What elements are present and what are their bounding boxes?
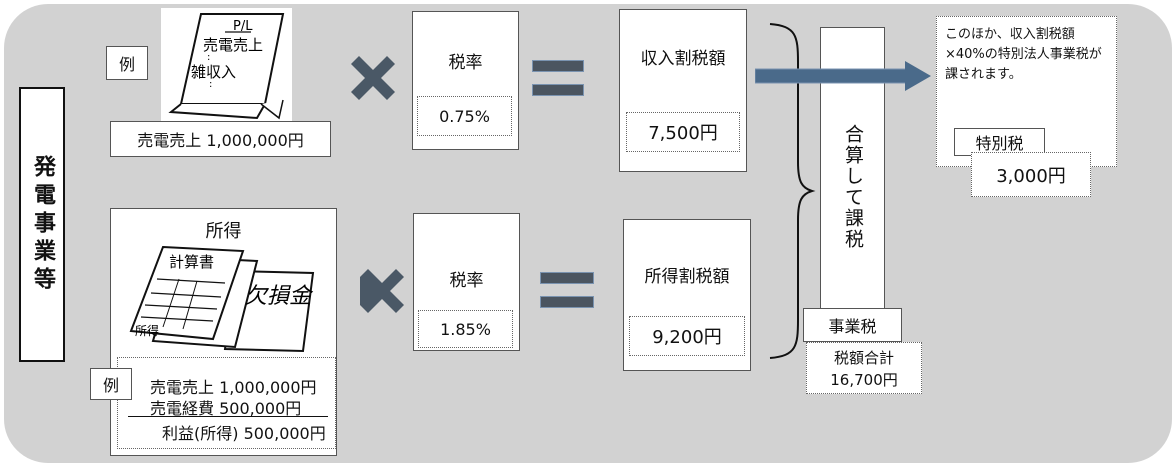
subtotal-rule	[128, 416, 328, 417]
tax-total-box: 税額合計 16,700円	[806, 342, 922, 394]
pl-text: P/L	[233, 19, 253, 34]
combine-vertical-text: 合算して課税	[842, 124, 864, 250]
combine-brace	[769, 23, 816, 359]
svg-text::: :	[209, 79, 212, 90]
calculation-sheet-icon: 計算書 欠損金 所得	[129, 245, 315, 353]
income-line-3: 利益(所得) 500,000円	[162, 424, 326, 443]
income-rate-label: 税率	[449, 271, 484, 291]
pl-document-icon: P/L 売電売上 : 雑収入 :	[168, 13, 285, 120]
business-type-label: 発電事業等	[19, 87, 65, 362]
svg-text::: :	[207, 52, 210, 63]
revenue-example-tag: 例	[106, 46, 148, 80]
income-tax-label: 所得割税額	[644, 267, 730, 287]
rate-value: 0.75%	[417, 96, 512, 136]
income-example-area: 売電売上 1,000,000円 売電経費 500,000円 利益(所得) 500…	[117, 357, 336, 449]
income-box: 所得 計算書 欠損金 所得 売電売上 1,000,000円 売電経費 500,0…	[110, 208, 337, 456]
pl-line-2: 雑収入	[191, 63, 236, 81]
income-line-1: 売電売上 1,000,000円	[150, 378, 317, 397]
income-title: 所得	[205, 221, 242, 242]
revenue-tax-value: 7,500円	[626, 112, 740, 152]
special-tax-text: このほか、収入割税額×40%の特別法人事業税が課されます。	[945, 27, 1102, 82]
revenue-tax-box: 収入割税額 7,500円	[619, 9, 747, 172]
income-tax-value: 9,200円	[629, 316, 745, 356]
multiply-icon-2	[360, 269, 404, 313]
tax-total-value: 16,700円	[830, 371, 898, 389]
pl-document-illustration: P/L 売電売上 : 雑収入 :	[161, 8, 292, 122]
pl-line-1: 売電売上	[203, 36, 263, 54]
income-rate-box: 税率 1.85%	[413, 213, 520, 351]
revenue-rate-box: 税率 0.75%	[412, 11, 519, 150]
income-corner-text: 所得	[135, 323, 159, 338]
business-tax-tag: 事業税	[803, 308, 902, 342]
revenue-amount-box: 売電売上 1,000,000円	[110, 121, 331, 157]
loss-carryforward-text: 欠損金	[245, 284, 314, 309]
equals-icon-2	[540, 272, 594, 310]
income-rate-value: 1.85%	[418, 310, 513, 348]
equals-icon	[532, 60, 584, 98]
multiply-icon	[351, 56, 395, 100]
special-tax-value: 3,000円	[971, 152, 1091, 197]
revenue-tax-label: 収入割税額	[640, 49, 726, 69]
rate-label: 税率	[448, 53, 483, 73]
income-example-tag: 例	[90, 368, 132, 400]
income-line-2: 売電経費 500,000円	[150, 399, 302, 418]
arrow-right-icon	[755, 61, 931, 91]
special-tax-tag: 特別税	[954, 128, 1045, 156]
income-tax-box: 所得割税額 9,200円	[623, 219, 751, 371]
sheet-title: 計算書	[169, 253, 214, 271]
tax-total-label: 税額合計	[833, 349, 894, 367]
